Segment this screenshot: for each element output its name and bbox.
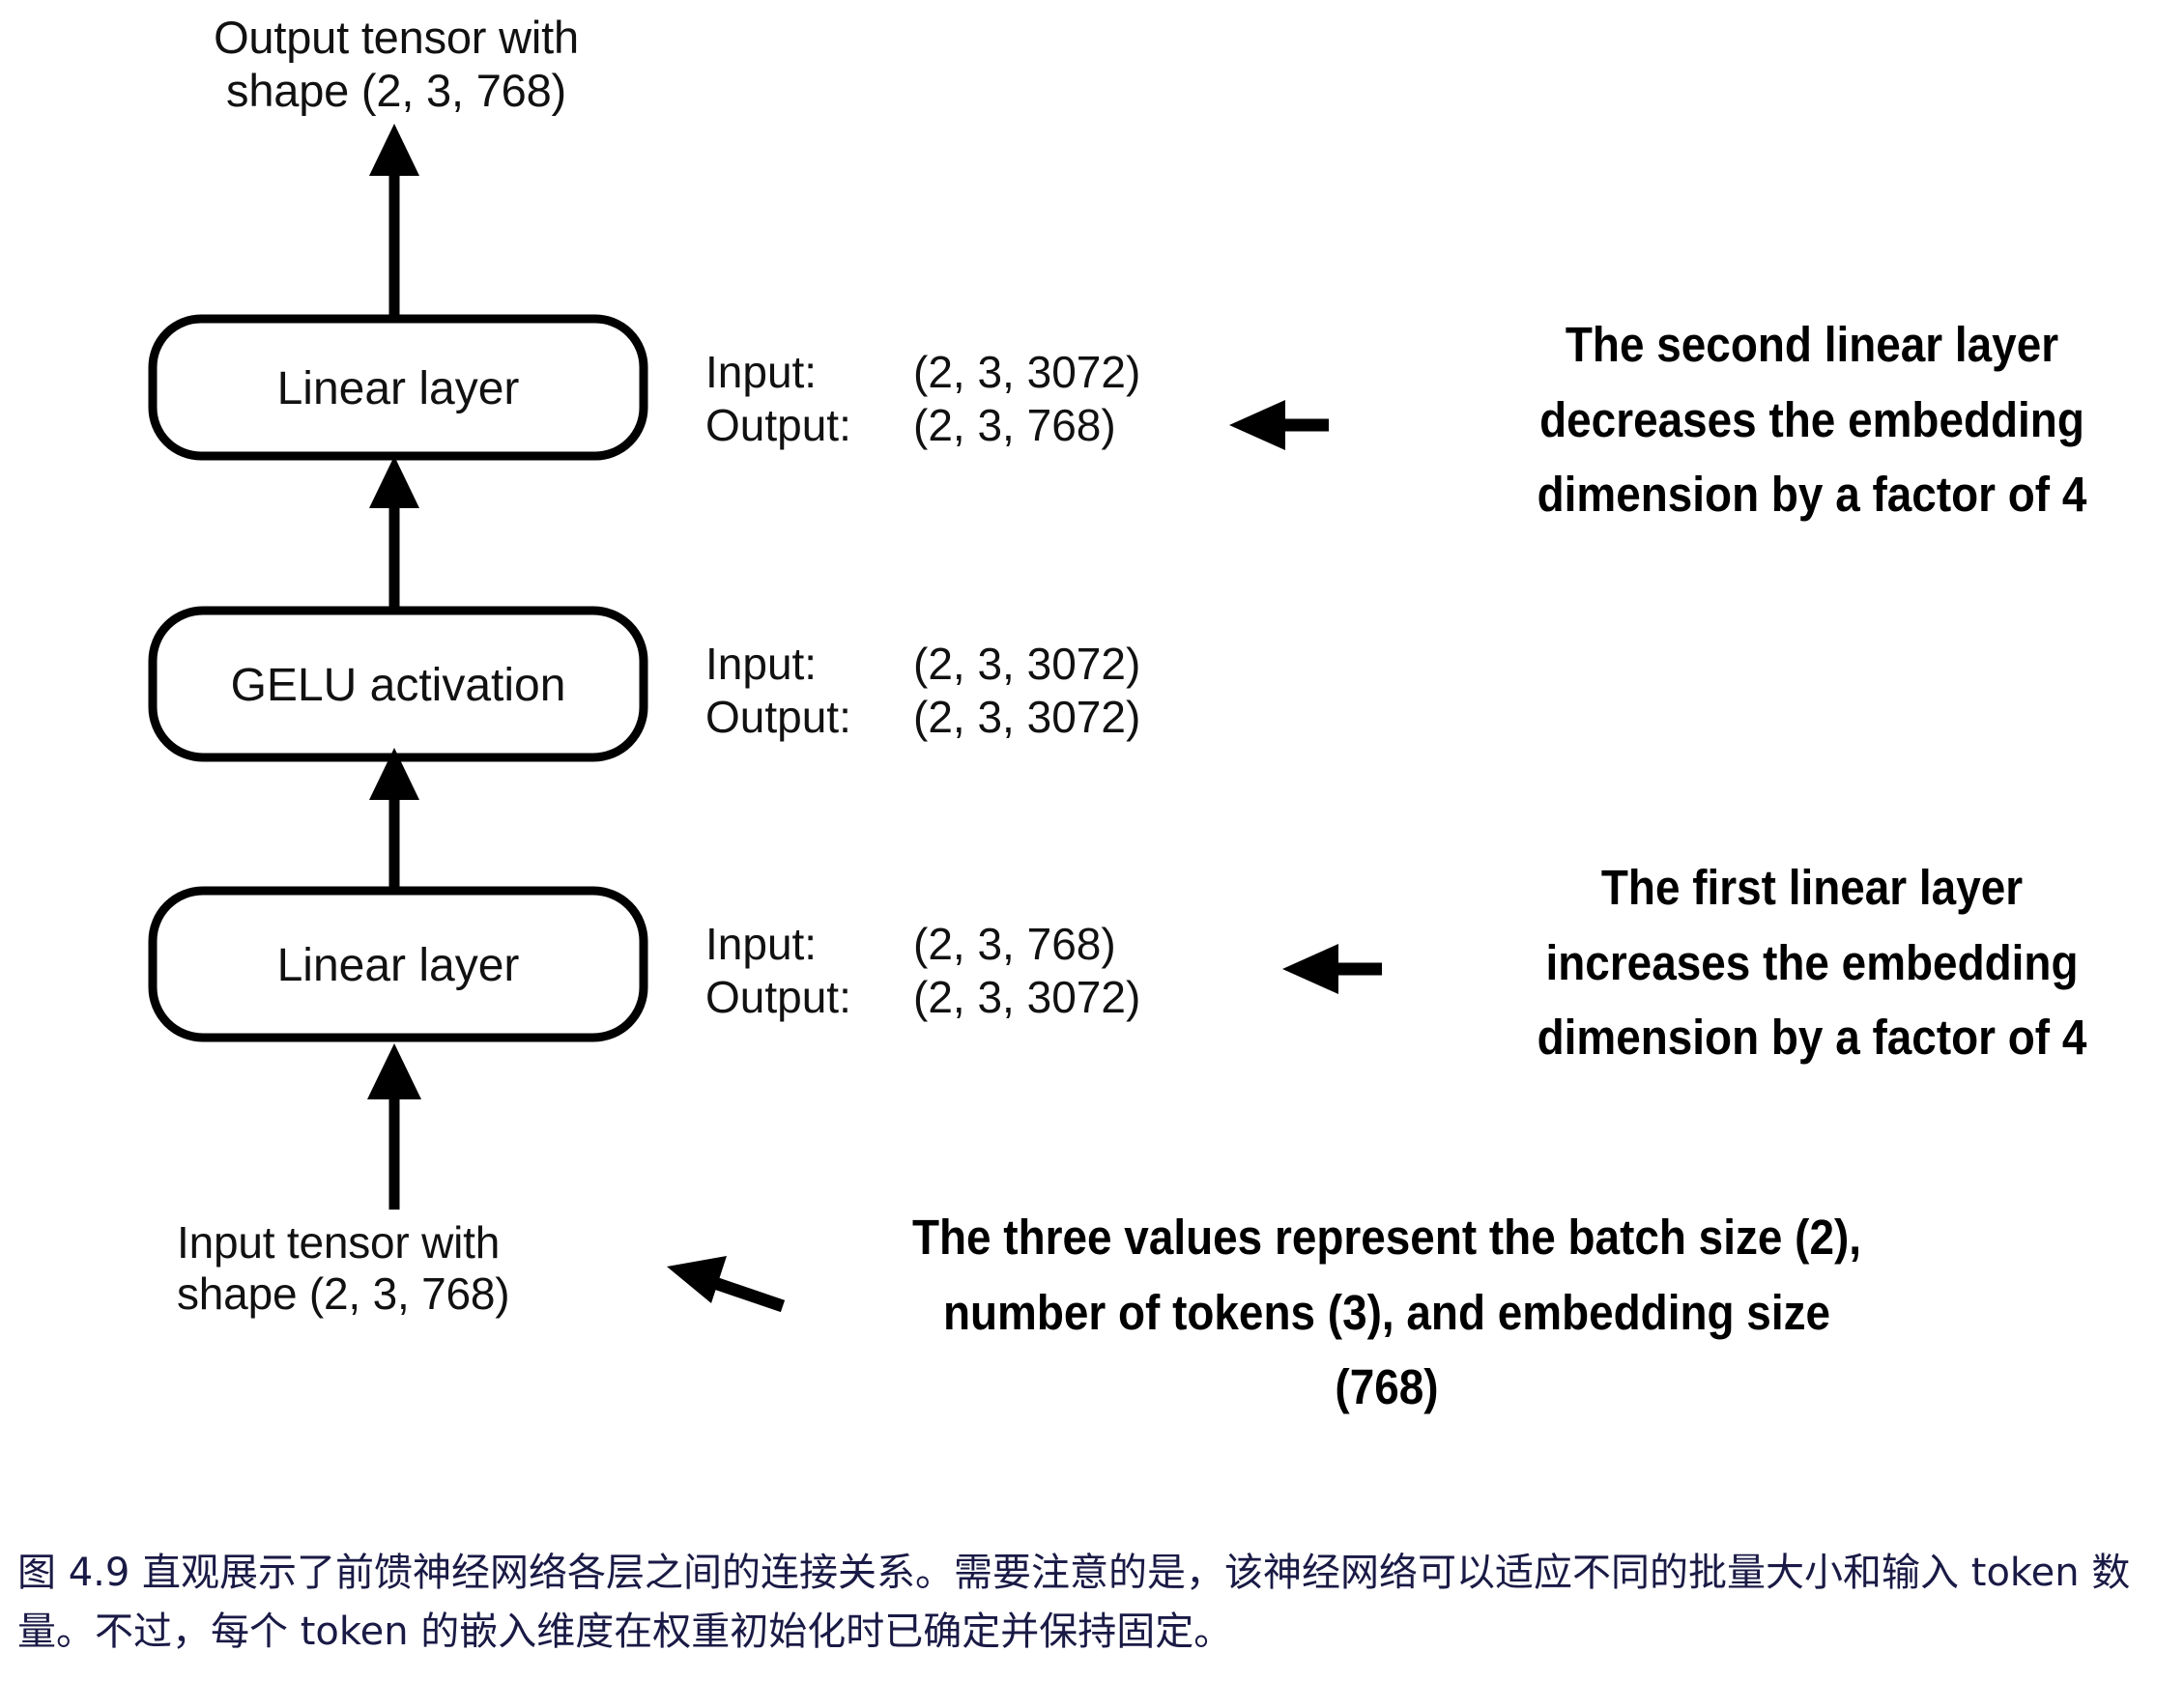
arrow-linear1-to-gelu <box>369 748 419 891</box>
io-input-row: Input: (2, 3, 768) <box>705 918 1140 971</box>
node-label-linear-layer-1: Linear layer <box>276 940 520 991</box>
io-output-value: (2, 3, 3072) <box>913 972 1141 1023</box>
io-spec-linear-layer-1: Input: (2, 3, 768) Output: (2, 3, 3072) <box>705 918 1140 1024</box>
annotation-line: dimension by a factor of 4 <box>1537 467 2087 523</box>
arrow-input-to-linear1 <box>367 1043 421 1210</box>
arrow-note-second-linear <box>1229 400 1329 450</box>
annotation-line: The three values represent the batch siz… <box>911 1210 1862 1265</box>
io-output-key: Output: <box>705 400 851 451</box>
arrow-note-first-linear <box>1282 944 1382 994</box>
node-label-linear-layer-2: Linear layer <box>276 363 520 414</box>
io-spec-gelu-activation: Input: (2, 3, 3072) Output: (2, 3, 3072) <box>705 638 1140 744</box>
arrow-to-output-tensor <box>369 124 419 319</box>
annotation-line: number of tokens (3), and embedding size <box>942 1284 1831 1340</box>
io-input-row: Input: (2, 3, 3072) <box>705 638 1140 691</box>
io-input-row: Input: (2, 3, 3072) <box>705 346 1140 399</box>
annotation-second-linear-layer: The second linear layer decreases the em… <box>1512 307 2112 532</box>
output-tensor-label: Output tensor with shape (2, 3, 768) <box>214 12 579 116</box>
io-input-key: Input: <box>705 639 818 689</box>
node-label-gelu-activation: GELU activation <box>230 660 566 711</box>
io-output-row: Output: (2, 3, 3072) <box>705 691 1140 744</box>
annotation-line: dimension by a factor of 4 <box>1537 1010 2087 1066</box>
annotation-line: decreases the embedding <box>1539 391 2084 447</box>
annotation-line: The first linear layer <box>1600 860 2024 915</box>
arrow-gelu-to-linear2 <box>369 456 419 611</box>
figure-caption: 图 4.9 直观展示了前馈神经网络各层之间的连接关系。需要注意的是，该神经网络可… <box>17 1544 2158 1662</box>
io-spec-linear-layer-2: Input: (2, 3, 3072) Output: (2, 3, 768) <box>705 346 1140 452</box>
annotation-first-linear-layer: The first linear layer increases the emb… <box>1512 850 2112 1075</box>
io-input-key: Input: <box>705 347 818 397</box>
input-tensor-label: Input tensor with shape (2, 3, 768) <box>177 1217 718 1321</box>
io-input-value: (2, 3, 3072) <box>913 639 1141 689</box>
annotation-three-values: The three values represent the batch siz… <box>870 1200 1905 1425</box>
io-output-key: Output: <box>705 972 851 1023</box>
io-input-value: (2, 3, 768) <box>913 919 1116 969</box>
input-tensor-label-text: Input tensor with shape (2, 3, 768) <box>177 1217 510 1320</box>
io-output-value: (2, 3, 768) <box>913 400 1116 451</box>
io-output-key: Output: <box>705 692 851 743</box>
annotation-line: The second linear layer <box>1565 317 2059 372</box>
io-output-value: (2, 3, 3072) <box>913 692 1141 743</box>
io-input-value: (2, 3, 3072) <box>913 347 1141 397</box>
annotation-line: increases the embedding <box>1545 934 2079 990</box>
annotation-line: (768) <box>1335 1359 1439 1415</box>
io-output-row: Output: (2, 3, 3072) <box>705 971 1140 1024</box>
figure-caption-text: 图 4.9 直观展示了前馈神经网络各层之间的连接关系。需要注意的是，该神经网络可… <box>17 1551 2131 1654</box>
io-output-row: Output: (2, 3, 768) <box>705 399 1140 452</box>
io-input-key: Input: <box>705 919 818 969</box>
